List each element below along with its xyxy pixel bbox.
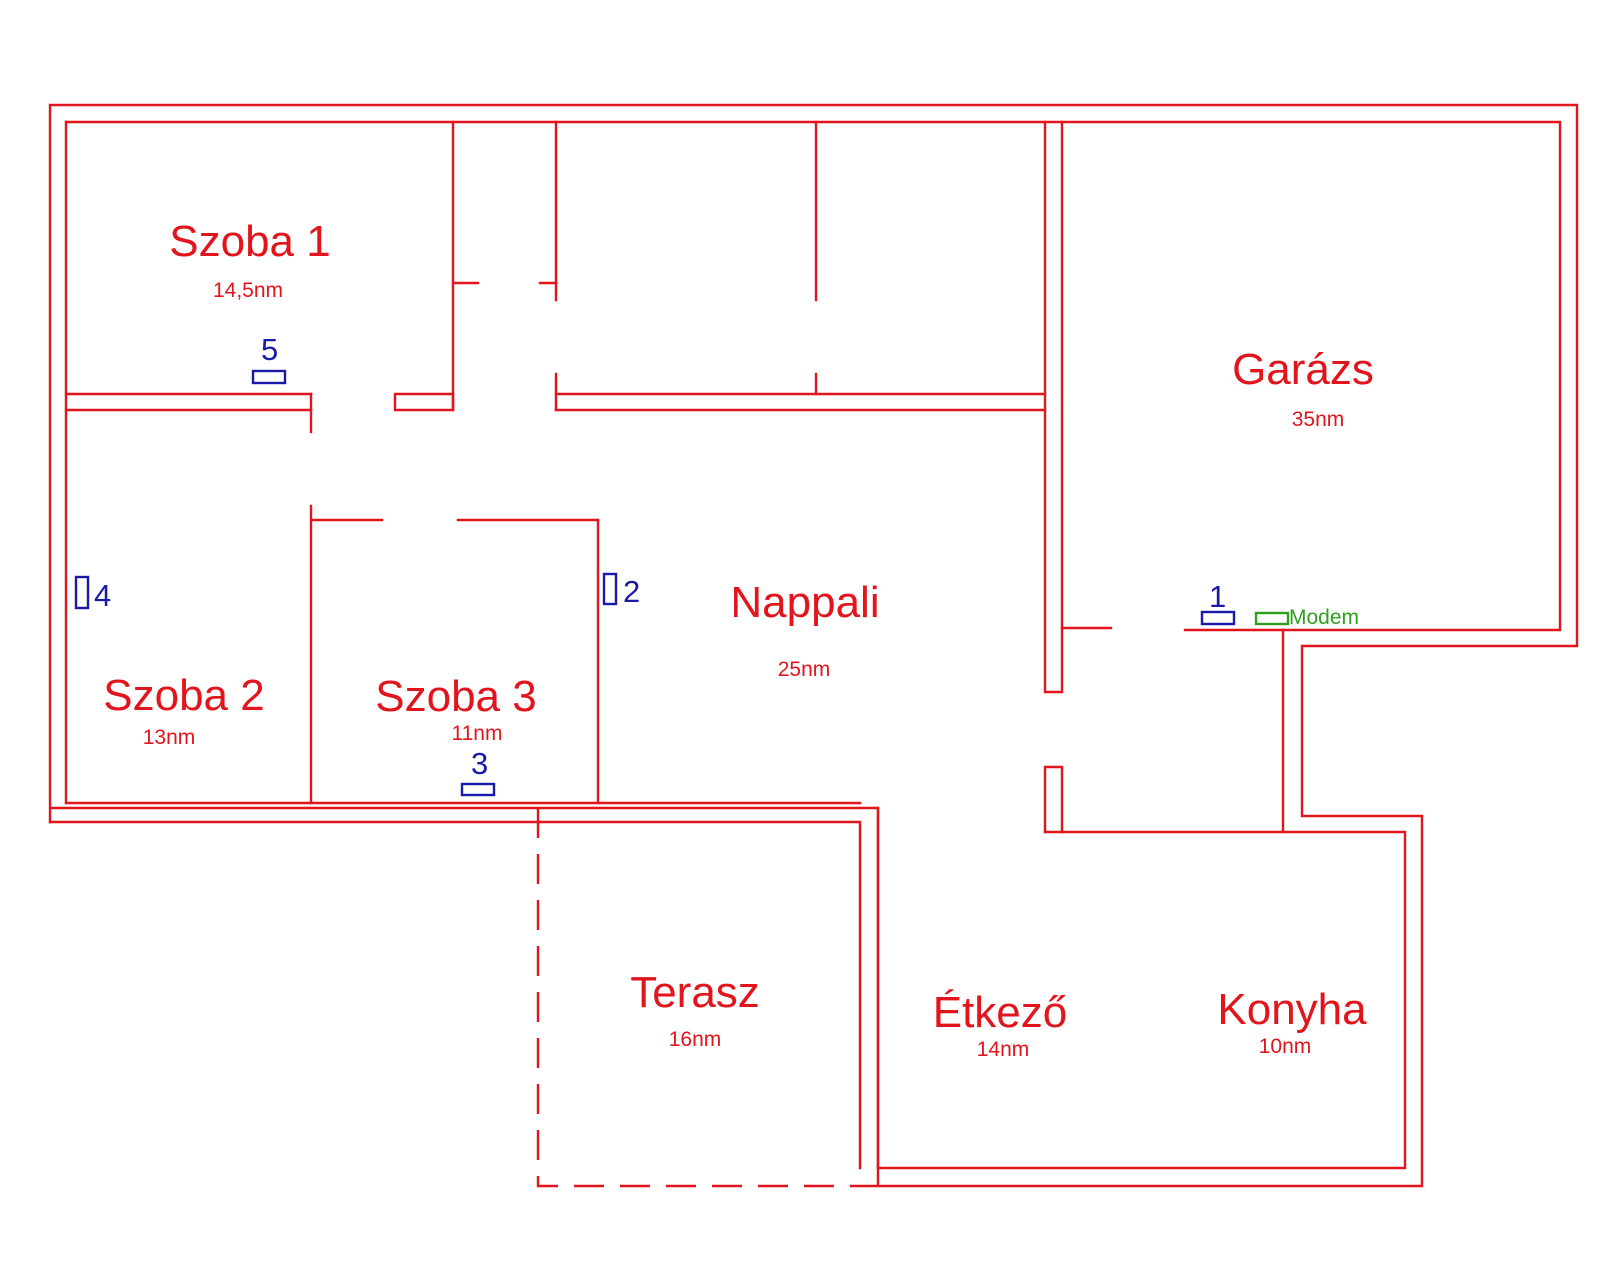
garazs-west-wall xyxy=(1043,120,1064,694)
hall-wall-stub xyxy=(393,392,455,412)
room-name-garazs: Garázs xyxy=(1232,345,1374,394)
inner-wall xyxy=(64,120,1562,632)
room-area-terasz: 16nm xyxy=(669,1028,722,1051)
access-point-3: 3 xyxy=(460,746,496,797)
room-area-garazs: 35nm xyxy=(1292,408,1345,431)
terasz-east-wall xyxy=(538,820,862,1170)
room-name-nappali: Nappali xyxy=(730,578,879,627)
access-point-1: 1 xyxy=(1200,579,1236,626)
access-point-2-label: 2 xyxy=(623,574,640,609)
room-area-szoba1: 14,5nm xyxy=(213,279,283,302)
room-area-etkezo: 14nm xyxy=(977,1038,1030,1061)
access-point-3-label: 3 xyxy=(471,746,488,781)
room-name-konyha: Konyha xyxy=(1217,985,1367,1034)
access-point-4: 4 xyxy=(74,575,111,613)
modem-label: Modem xyxy=(1289,606,1359,629)
room-name-szoba2: Szoba 2 xyxy=(103,671,264,720)
room-name-terasz: Terasz xyxy=(630,968,760,1017)
walls xyxy=(48,103,1579,1188)
access-point-2-icon xyxy=(602,572,618,606)
room-name-etkezo: Étkező xyxy=(933,988,1068,1037)
room-labels: Szoba 1 14,5nm Szoba 2 13nm Szoba 3 11nm… xyxy=(103,217,1374,1061)
access-point-2: 2 xyxy=(602,572,640,609)
room-name-szoba3: Szoba 3 xyxy=(375,672,536,721)
access-points: 1 2 3 4 5 xyxy=(74,332,1236,797)
modem-icon xyxy=(1254,611,1290,626)
etkezo-inner-wall xyxy=(876,806,1407,1170)
room-area-konyha: 10nm xyxy=(1259,1035,1312,1058)
modem: Modem xyxy=(1254,606,1359,629)
access-point-3-icon xyxy=(460,782,496,797)
outer-wall xyxy=(48,103,1579,1188)
access-point-5: 5 xyxy=(251,332,287,385)
access-point-5-label: 5 xyxy=(261,332,278,367)
room-area-szoba3: 11nm xyxy=(452,722,503,745)
room-area-nappali: 25nm xyxy=(778,658,831,681)
access-point-4-label: 4 xyxy=(94,578,111,613)
access-point-1-icon xyxy=(1200,610,1236,626)
terasz-boundary xyxy=(536,808,878,1188)
etkezo-north-stub xyxy=(1043,765,1064,834)
access-point-4-icon xyxy=(74,575,90,610)
room-name-szoba1: Szoba 1 xyxy=(169,217,330,266)
room-area-szoba2: 13nm xyxy=(143,726,196,749)
access-point-1-label: 1 xyxy=(1209,579,1226,614)
access-point-5-icon xyxy=(251,369,287,385)
